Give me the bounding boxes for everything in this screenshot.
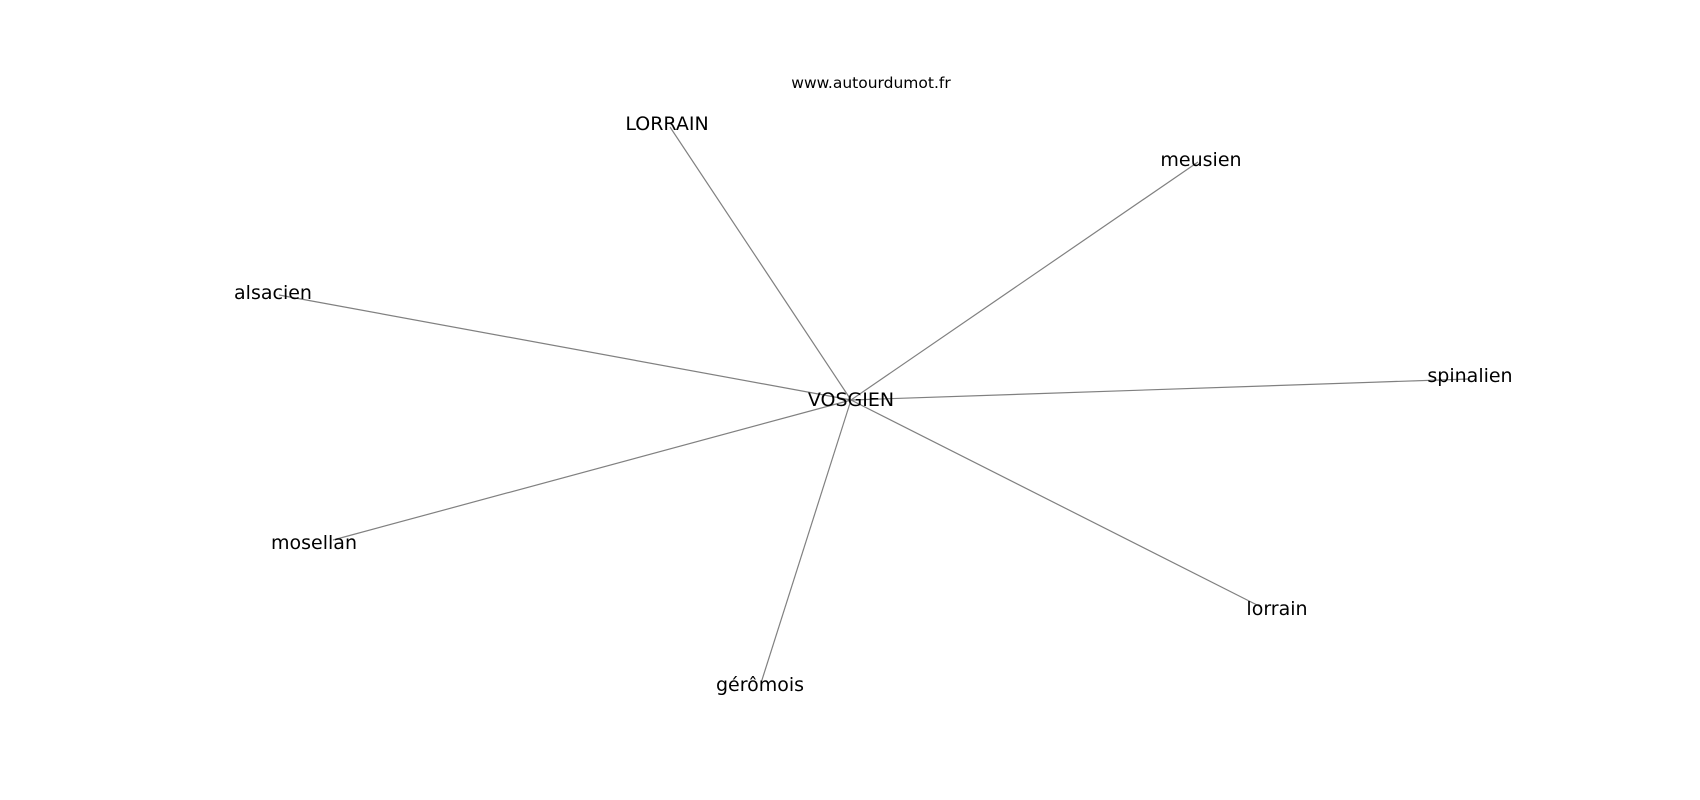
node-label-meusien[interactable]: meusien xyxy=(1160,149,1241,171)
edge-lorrain-upper xyxy=(669,126,852,401)
edges-group xyxy=(278,126,1470,684)
edge-geromois xyxy=(760,399,852,684)
node-label-alsacien[interactable]: alsacien xyxy=(234,282,312,304)
edge-meusien xyxy=(850,161,1199,401)
edge-alsacien xyxy=(278,294,852,401)
node-label-center[interactable]: VOSGIEN xyxy=(808,389,894,411)
source-watermark: www.autourdumot.fr xyxy=(791,74,951,92)
node-label-mosellan[interactable]: mosellan xyxy=(271,532,357,554)
edge-spinalien xyxy=(850,378,1470,401)
node-label-geromois[interactable]: gérômois xyxy=(716,674,804,696)
edge-mosellan xyxy=(332,399,852,541)
node-label-lorrain[interactable]: lorrain xyxy=(1246,598,1307,620)
edge-lorrain xyxy=(850,399,1262,608)
labels-group: VOSGIEN LORRAIN meusien alsacien spinalien mo… xyxy=(234,113,1513,696)
node-label-lorrain-upper[interactable]: LORRAIN xyxy=(625,113,708,135)
node-label-spinalien[interactable]: spinalien xyxy=(1427,365,1512,387)
